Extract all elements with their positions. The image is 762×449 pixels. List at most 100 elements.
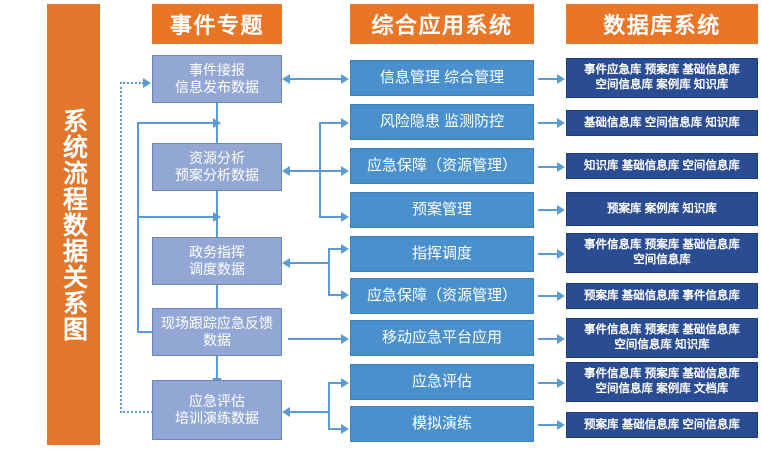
box-gov-command-line1: 政务指挥: [189, 243, 245, 260]
box-resource-analysis-line1: 资源分析: [189, 149, 245, 166]
link-app8-db8-arrow: [557, 378, 565, 388]
link-eval-bus-horizontal: [288, 411, 330, 413]
link-command-branch-support: [328, 294, 344, 296]
link-resource-branch-risk-arrow: [341, 118, 349, 128]
sidebar-title-banner: 系统流程数据关系图: [47, 4, 100, 445]
box-db-1[interactable]: 事件应急库 预案库 基础信息库 空间信息库 案例库 知识库: [566, 58, 758, 98]
box-db-9[interactable]: 预案库 基础信息库 空间信息库: [566, 412, 758, 438]
box-db-2[interactable]: 基础信息库 空间信息库 知识库: [566, 110, 758, 136]
box-db-4[interactable]: 预案库 案例库 知识库: [566, 192, 758, 226]
link-command-branch-dispatch: [328, 248, 344, 250]
link-command-arrow-left: [282, 258, 290, 268]
box-app-risk-monitor[interactable]: 风险隐患 监测防控: [350, 104, 534, 140]
box-db-4-line1: 预案库 案例库 知识库: [607, 202, 717, 215]
link-command-branch-support-arrow: [341, 290, 349, 300]
link-app7-db7: [538, 338, 560, 340]
column-header-database-system: 数据库系统: [566, 4, 758, 44]
link-intake-infomgmt: [288, 78, 344, 80]
link-resource-branch-support: [319, 170, 344, 172]
link-app4-db4-arrow: [557, 205, 565, 215]
link-eval-branch-eval: [328, 382, 344, 384]
return-loop-vertical-lower: [137, 216, 139, 333]
box-db-7-line2: 空间信息库 知识库: [614, 339, 710, 351]
link-resource-branch-risk: [319, 122, 344, 124]
box-db-6[interactable]: 预案库 基础信息库 事件信息库: [566, 283, 758, 309]
box-event-intake-line2: 信息发布数据: [175, 79, 259, 95]
box-app-mobile-platform[interactable]: 移动应急平台应用: [350, 320, 534, 356]
box-app-emerg-eval[interactable]: 应急评估: [350, 364, 534, 400]
box-event-intake[interactable]: 事件接报 信息发布数据: [152, 55, 282, 103]
link-resource-bus-horizontal: [288, 170, 344, 172]
box-scene-tracking-line1: 现场跟踪应急反馈: [161, 314, 273, 331]
box-db-1-line2: 空间信息库 案例库 知识库: [595, 79, 729, 91]
flow-line-command-to-scene: [216, 285, 218, 310]
box-app-emerg-support-2[interactable]: 应急保障（资源管理）: [350, 278, 534, 314]
link-resource-arrow-left: [282, 166, 290, 176]
link-app9-db9-arrow: [557, 420, 565, 430]
flow-line-scene-to-eval: [216, 356, 218, 380]
link-app6-db6: [538, 295, 560, 297]
return-loop-horizontal-upper-2: [137, 216, 219, 218]
link-eval-bus-vertical: [328, 382, 330, 430]
box-scene-tracking[interactable]: 现场跟踪应急反馈 数据: [152, 308, 282, 356]
box-db-2-line1: 基础信息库 空间信息库 知识库: [584, 116, 740, 129]
return-loop-arrow-upper: [213, 118, 221, 128]
sidebar-title-text: 系统流程数据关系图: [59, 107, 88, 342]
feedback-dotted-horizontal-top: [120, 82, 144, 84]
return-loop-vertical-upper: [137, 122, 139, 217]
column-header-event-topic: 事件专题: [152, 4, 282, 44]
link-resource-branch-plan: [319, 216, 344, 218]
box-db-7-line1: 事件信息库 预案库 基础信息库: [584, 324, 740, 337]
box-gov-command[interactable]: 政务指挥 调度数据: [152, 237, 282, 285]
link-eval-branch-eval-arrow: [341, 378, 349, 388]
link-command-branch-dispatch-arrow: [341, 244, 349, 254]
link-command-bus-vertical: [328, 248, 330, 296]
link-app6-db6-arrow: [557, 291, 565, 301]
link-command-bus-horizontal: [288, 262, 330, 264]
box-db-5[interactable]: 事件信息库 预案库 基础信息库 空间信息库: [566, 233, 758, 273]
box-app-plan-mgmt[interactable]: 预案管理: [350, 192, 534, 228]
box-app-simulation[interactable]: 模拟演练: [350, 406, 534, 442]
feedback-dotted-arrowhead: [143, 78, 151, 88]
box-gov-command-line2: 调度数据: [189, 261, 245, 277]
link-app1-db1: [538, 78, 560, 80]
feedback-dotted-horizontal-bottom: [120, 411, 153, 413]
feedback-dotted-vertical: [120, 82, 122, 413]
box-emergency-eval-line1: 应急评估: [189, 392, 245, 409]
box-app-command-dispatch[interactable]: 指挥调度: [350, 236, 534, 272]
box-db-7[interactable]: 事件信息库 预案库 基础信息库 空间信息库 知识库: [566, 318, 758, 358]
link-app8-db8: [538, 382, 560, 384]
link-intake-infomgmt-arrow-right: [341, 74, 349, 84]
box-resource-analysis[interactable]: 资源分析 预案分析数据: [152, 143, 282, 191]
box-db-5-line1: 事件信息库 预案库 基础信息库: [584, 239, 740, 252]
box-db-8[interactable]: 事件信息库 预案库 基础信息库 空间信息库 案例库 文档库: [566, 362, 758, 402]
box-app-info-mgmt[interactable]: 信息管理 综合管理: [350, 60, 534, 96]
box-db-8-line2: 空间信息库 案例库 文档库: [595, 383, 729, 395]
link-app9-db9: [538, 424, 560, 426]
link-app3-db3: [538, 166, 560, 168]
box-db-8-line1: 事件信息库 预案库 基础信息库: [584, 368, 740, 381]
return-loop-horizontal-lower: [137, 331, 157, 333]
return-loop-arrow-upper-2: [213, 212, 221, 222]
link-resource-branch-support-arrow: [341, 166, 349, 176]
box-event-intake-line1: 事件接报: [189, 61, 245, 78]
link-eval-branch-sim: [328, 428, 344, 430]
link-app3-db3-arrow: [557, 162, 565, 172]
box-emergency-eval[interactable]: 应急评估 培训演练数据: [152, 380, 282, 440]
box-db-1-line1: 事件应急库 预案库 基础信息库: [584, 64, 740, 77]
box-scene-tracking-line2: 数据: [203, 332, 231, 348]
link-eval-arrow-left: [282, 407, 290, 417]
box-emergency-eval-line2: 培训演练数据: [175, 410, 259, 426]
link-scene-mobile: [288, 338, 344, 340]
box-resource-analysis-line2: 预案分析数据: [175, 167, 259, 183]
link-app5-db5-arrow: [557, 249, 565, 259]
box-app-emerg-support-1[interactable]: 应急保障（资源管理）: [350, 148, 534, 184]
box-db-3[interactable]: 知识库 基础信息库 空间信息库: [566, 153, 758, 179]
column-header-integrated-system: 综合应用系统: [350, 4, 534, 44]
link-intake-infomgmt-arrow-left: [282, 74, 290, 84]
box-db-6-line1: 预案库 基础信息库 事件信息库: [584, 289, 740, 302]
link-app2-db2: [538, 122, 560, 124]
link-app5-db5: [538, 253, 560, 255]
link-app4-db4: [538, 209, 560, 211]
